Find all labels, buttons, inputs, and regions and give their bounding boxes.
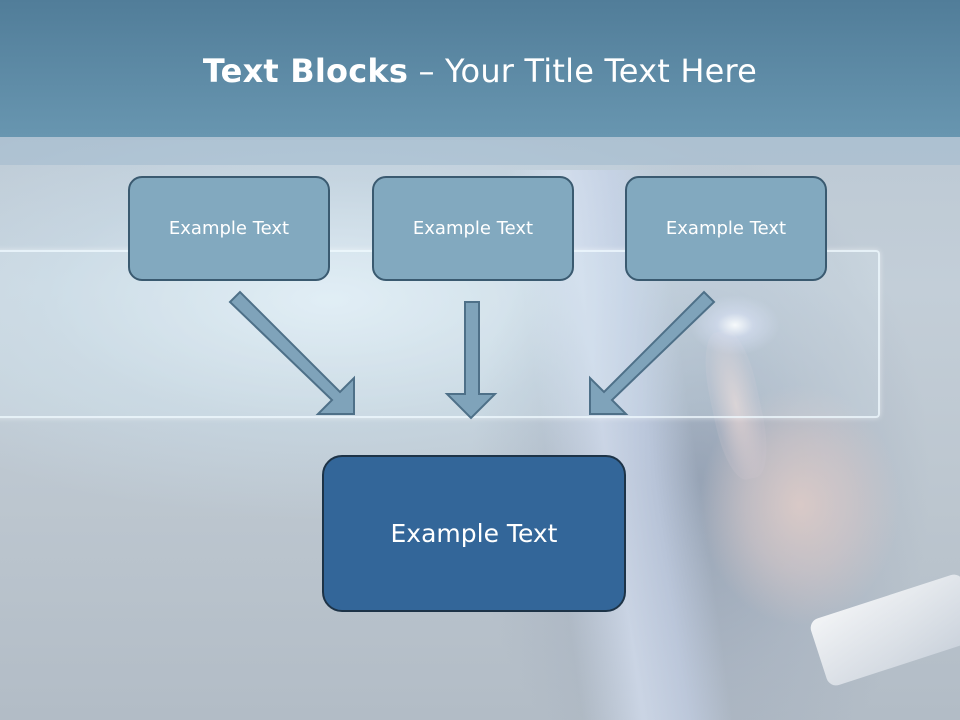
slide-title-rest: – Your Title Text Here <box>408 52 758 90</box>
text-block-left[interactable]: Example Text <box>128 176 330 281</box>
text-block-right-label: Example Text <box>665 218 787 239</box>
text-block-main[interactable]: Example Text <box>322 455 626 612</box>
title-bar <box>0 0 960 137</box>
down-arrow-icon[interactable] <box>444 301 498 420</box>
down-right-arrow-icon[interactable] <box>228 290 355 415</box>
text-block-center[interactable]: Example Text <box>372 176 574 281</box>
slide-title-bold: Text Blocks <box>202 52 409 90</box>
slide-title[interactable]: Text Blocks – Your Title Text Here <box>0 52 960 90</box>
text-block-left-label: Example Text <box>168 218 290 239</box>
text-block-center-label: Example Text <box>412 218 534 239</box>
text-block-main-label: Example Text <box>390 519 558 548</box>
down-left-arrow-icon[interactable] <box>589 290 716 415</box>
text-block-right[interactable]: Example Text <box>625 176 827 281</box>
title-bar-underlay <box>0 137 960 165</box>
